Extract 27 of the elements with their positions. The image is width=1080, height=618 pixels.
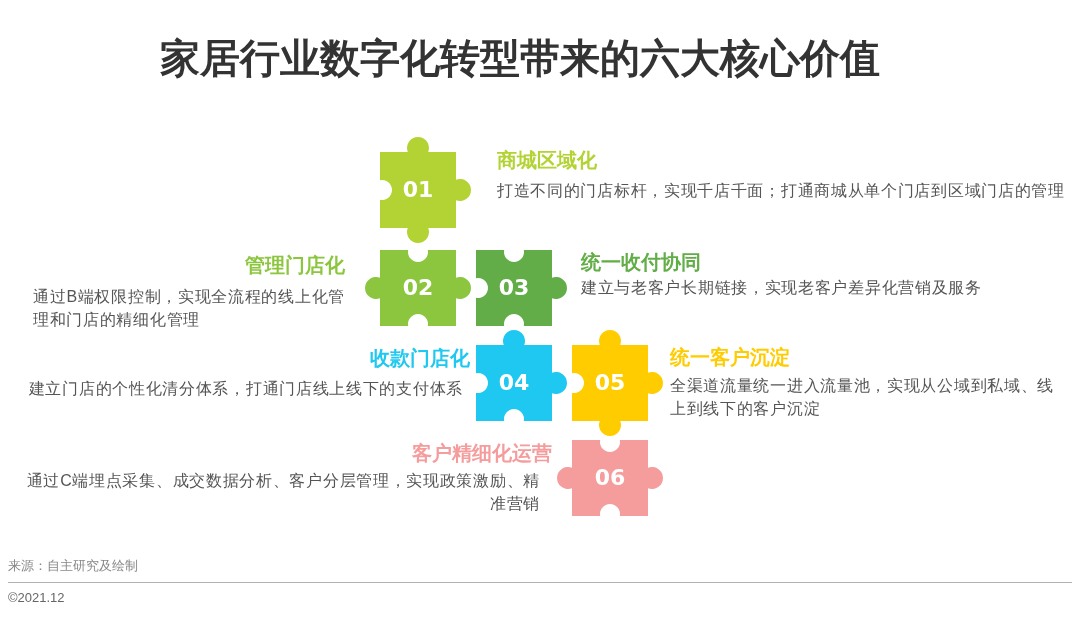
piece-description: 全渠道流量统一进入流量池，实现从公域到私域、线上到线下的客户沉淀 <box>670 375 1056 419</box>
piece-description: 打造不同的门店标杆，实现千店千面；打通商城从单个门店到区域门店的管理 <box>497 180 1065 201</box>
piece-description: 建立门店的个性化清分体系，打通门店线上线下的支付体系 <box>28 378 463 399</box>
piece-heading: 客户精细化运营 <box>412 441 552 465</box>
piece-heading: 商城区域化 <box>497 148 597 172</box>
piece-heading: 管理门店化 <box>245 253 345 277</box>
title: 家居行业数字化转型带来的六大核心价值 <box>160 35 880 82</box>
puzzle-piece <box>476 250 567 326</box>
piece-number: 01 <box>402 179 434 201</box>
copyright-note: ©2021.12 <box>8 590 65 606</box>
source-note: 来源：自主研究及绘制 <box>8 558 138 574</box>
piece-description: 通过C端埋点采集、成交数据分析、客户分层管理，实现政策激励、精准营销 <box>25 470 540 514</box>
piece-heading: 收款门店化 <box>370 346 470 370</box>
piece-number: 05 <box>594 372 626 394</box>
puzzle-piece <box>572 330 663 436</box>
piece-heading: 统一收付协同 <box>581 250 701 274</box>
piece-number: 03 <box>498 277 530 299</box>
puzzle-piece <box>365 250 471 326</box>
piece-description: 建立与老客户长期链接，实现老客户差异化营销及服务 <box>581 277 982 298</box>
piece-number: 02 <box>402 277 434 299</box>
piece-number: 06 <box>594 467 626 489</box>
piece-heading: 统一客户沉淀 <box>670 345 790 369</box>
piece-number: 04 <box>498 372 530 394</box>
puzzle-piece <box>476 330 567 421</box>
puzzle-piece <box>380 137 471 243</box>
puzzle-piece <box>557 440 663 516</box>
piece-description: 通过B端权限控制，实现全流程的线上化管理和门店的精细化管理 <box>33 286 346 330</box>
